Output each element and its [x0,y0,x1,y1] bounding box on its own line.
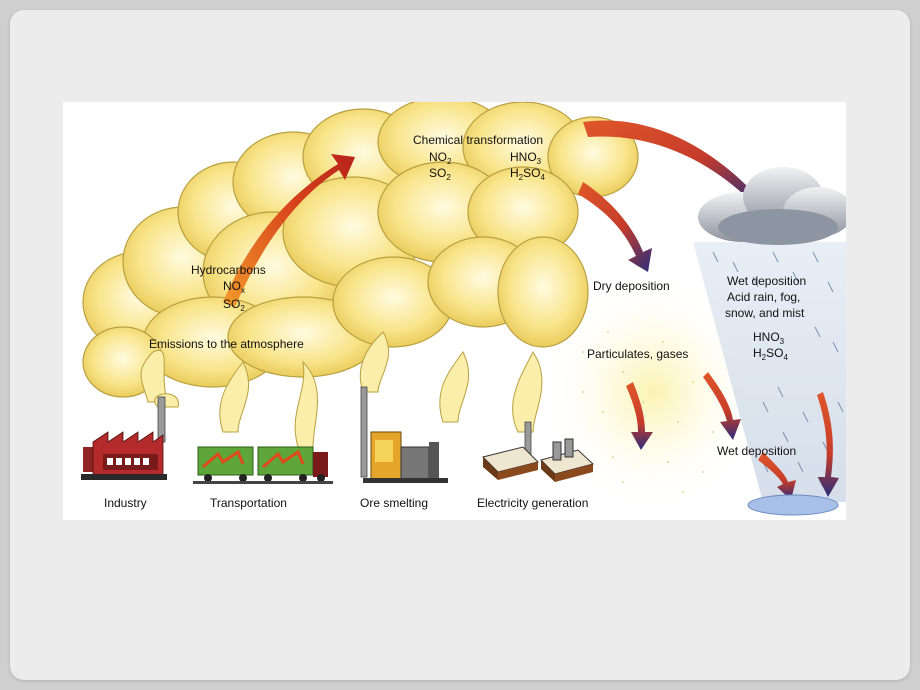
slide: Chemical transformation NO2 SO2 HNO3 H2S… [10,10,910,680]
rain-cloud [698,167,846,245]
dry-deposition-dust [543,272,763,512]
water-puddle [747,494,839,516]
hno3-formula-right: HNO3 [753,330,785,346]
dry-deposition-arrow [578,182,652,272]
wet-arrow-2 [817,392,839,497]
wet-arrow-1 [703,372,741,440]
wet-deposition-top-label: Wet deposition [727,274,807,288]
hydrocarbons-label: Hydrocarbons [191,263,266,277]
wet-deposition-bottom-label: Wet deposition [717,444,797,458]
nox-formula: NOx [223,279,245,295]
ore-smelting-plant [363,431,448,483]
h2so4-formula-top: H2SO4 [510,166,545,182]
hno3-formula-top: HNO3 [510,150,542,166]
emission-rise-arrow [223,154,355,307]
acid-rain-diagram: Chemical transformation NO2 SO2 HNO3 H2S… [63,102,846,520]
so2-formula-top: SO2 [429,166,451,182]
emissions-label: Emissions to the atmosphere [149,337,304,351]
h2so4-formula-right: H2SO4 [753,346,788,362]
rain-area [693,242,846,502]
electricity-generation-label: Electricity generation [477,496,589,510]
ore-smelting-label: Ore smelting [360,496,429,510]
particulates-arrow [626,382,653,450]
so2-formula-left: SO2 [223,297,245,313]
transportation-label: Transportation [210,496,287,510]
diagram-artwork [81,102,846,516]
wet-arrow-3 [758,452,796,500]
industry-label: Industry [104,496,147,510]
power-plant [482,438,595,482]
smoke-clouds [82,102,639,398]
acid-rain-label: Acid rain, fog, [727,290,801,304]
dust-particles [562,321,714,493]
industry-factory [81,431,167,480]
particulates-label: Particulates, gases [587,347,689,361]
transportation-train [193,446,333,484]
snow-mist-label: snow, and mist [725,306,805,320]
chemical-transformation-label: Chemical transformation [413,133,544,147]
no2-formula-top: NO2 [429,150,452,166]
dry-deposition-label: Dry deposition [593,279,670,293]
